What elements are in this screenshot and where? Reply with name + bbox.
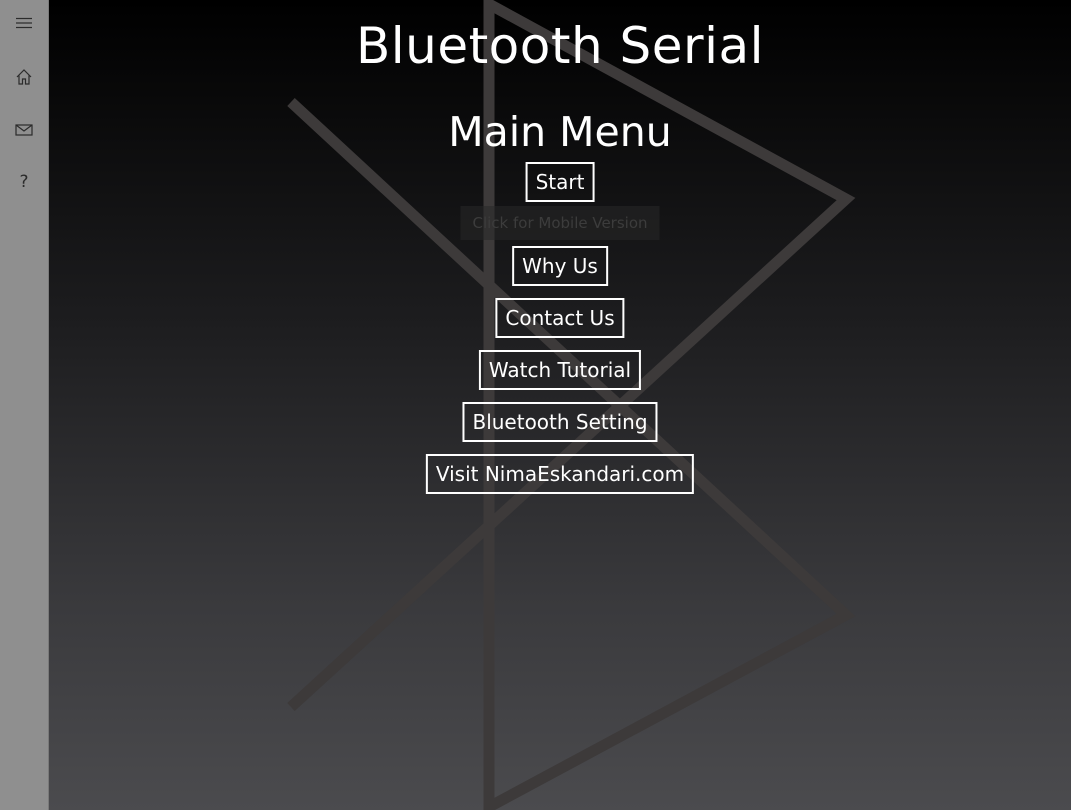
home-icon (16, 69, 32, 85)
start-button[interactable]: Start (525, 162, 595, 202)
why-us-button[interactable]: Why Us (512, 246, 608, 286)
app-title: Bluetooth Serial (355, 17, 765, 75)
hamburger-icon (16, 17, 32, 29)
contact-us-button[interactable]: Contact Us (495, 298, 625, 338)
mail-button[interactable] (0, 107, 48, 153)
question-icon: ? (19, 171, 29, 192)
watch-tutorial-button[interactable]: Watch Tutorial (478, 350, 642, 390)
main-content: Bluetooth Serial Main Menu Start Click f… (49, 0, 1071, 810)
sidebar: ? (0, 0, 49, 810)
home-button[interactable] (0, 54, 48, 100)
help-button[interactable]: ? (0, 159, 48, 205)
bluetooth-setting-button[interactable]: Bluetooth Setting (462, 402, 658, 442)
mobile-version-link[interactable]: Click for Mobile Version (460, 206, 660, 240)
menu-title: Main Menu (448, 108, 672, 156)
bluetooth-logo-icon (287, 0, 856, 810)
hamburger-menu-button[interactable] (0, 0, 48, 46)
visit-website-button[interactable]: Visit NimaEskandari.com (425, 454, 695, 494)
mail-icon (15, 124, 33, 136)
